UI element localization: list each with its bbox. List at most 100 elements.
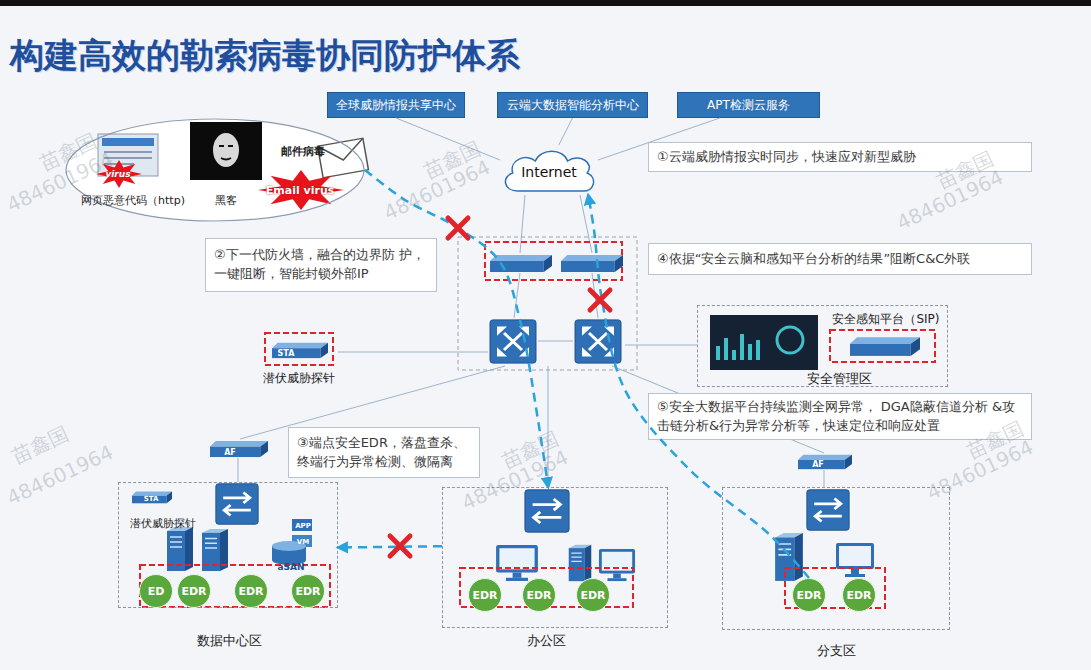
node-label: Internet <box>521 164 577 180</box>
edr-label: ED <box>148 585 165 598</box>
link-line <box>598 118 720 160</box>
watermark: 484601964 <box>3 440 117 510</box>
node-label: 分支区 <box>817 642 856 660</box>
internet-cloud: Internet <box>500 145 598 195</box>
watermark: 苗鑫国 <box>962 415 1028 465</box>
highlight-box <box>460 568 633 607</box>
email-virus-burst <box>258 170 344 210</box>
callout-note: ⑤安全大数据平台持续监测全网异常， DGA隐蔽信道分析 &攻击链分析&行为异常分… <box>648 393 1032 440</box>
edr-agent: EDR <box>291 574 325 608</box>
zone-box: 办公区EDREDREDR <box>442 487 668 628</box>
node-label: VM <box>297 538 309 546</box>
cloud-service-box: APT检测云服务 <box>677 92 820 118</box>
node-label: ①云端威胁情报实时同步，快速应对新型威胁 <box>657 148 916 167</box>
hacker-icon <box>190 122 262 180</box>
hacker-mask <box>213 133 239 167</box>
ellipse-outline <box>65 118 365 222</box>
zone-box: 数据中心区STA潜伏威胁探针APPVMaSANEDEDREDREDR <box>118 482 338 608</box>
edr-label: EDR <box>181 585 206 598</box>
edr-label: EDR <box>796 589 821 602</box>
node-label: APT检测云服务 <box>707 97 790 114</box>
watermark: 苗鑫国 <box>932 145 998 195</box>
cloud-outline <box>500 145 598 195</box>
node-label: aSAN <box>277 562 304 572</box>
callout-note: ②下一代防火墙，融合的边界防 护，一键阻断，智能封锁外部IP <box>205 238 437 292</box>
edr-label: EDR <box>472 589 497 602</box>
firewall-device <box>210 441 268 457</box>
node-label: 安全感知平台（SIP) <box>832 311 939 328</box>
edr-label: EDR <box>580 589 605 602</box>
cloud-service-box: 云端大数据智能分析中心 <box>497 92 648 118</box>
node-label: 潜伏威胁探针 <box>263 370 335 387</box>
edr-label: EDR <box>846 589 871 602</box>
diagram-title: 构建高效的勒索病毒协同防护体系 <box>10 33 520 79</box>
storage-icon <box>272 519 312 565</box>
sip-platform: 安全感知平台（SIP) <box>829 310 939 365</box>
edr-label: EDR <box>238 585 263 598</box>
node-label: 办公区 <box>527 632 566 650</box>
device-tag: AF <box>224 448 236 457</box>
watermark: 苗鑫国 <box>7 420 73 470</box>
highlight-box <box>785 568 885 608</box>
link-line <box>559 118 573 145</box>
access-switch <box>216 484 258 524</box>
firewall-device <box>490 255 552 272</box>
highlight-box <box>265 333 333 365</box>
network-links <box>238 195 824 488</box>
probe-icon <box>272 343 328 358</box>
newspaper-lines <box>104 152 152 164</box>
dashboard-screen <box>710 315 818 370</box>
attack-path <box>588 195 809 578</box>
storage-top <box>272 541 306 551</box>
highlight-box <box>140 565 330 607</box>
edr-agent: ED <box>139 574 173 608</box>
server-icon <box>569 545 592 581</box>
attack-path <box>338 546 442 547</box>
node-label: ④依据“安全云脑和感知平台分析的结果”阻断C&C外联 <box>657 250 970 269</box>
envelope <box>318 138 369 178</box>
sip-device <box>850 337 920 356</box>
node-label: virus <box>105 169 130 179</box>
watermark: 苗鑫国 <box>35 127 101 177</box>
link-line <box>396 118 500 160</box>
zone-box: 分支区EDREDR <box>722 487 950 630</box>
zone-box: 安全管理区 安全感知平台（SIP) <box>697 305 948 387</box>
node-label: 数据中心区 <box>197 632 262 650</box>
access-switch <box>525 490 569 532</box>
highlight-box <box>830 330 935 362</box>
node-label: STA <box>144 495 159 503</box>
node-label: 潜伏威胁探针 <box>130 516 196 531</box>
cloud-outline <box>505 151 593 191</box>
highlight-box <box>485 242 622 280</box>
node-label: 邮件病毒 <box>281 144 325 159</box>
node-label: 安全管理区 <box>807 370 872 388</box>
watermark: 苗鑫国 <box>497 425 563 475</box>
edr-label: EDR <box>295 585 320 598</box>
edr-agent: EDR <box>576 578 610 612</box>
screen-bars <box>718 334 758 360</box>
edr-agent: EDR <box>177 574 211 608</box>
node-label: ②下一代防火墙，融合的边界防 护，一键阻断，智能封锁外部IP <box>214 246 428 284</box>
cloud-service-box: 全球威胁情报共享中心 <box>327 92 465 118</box>
top-bar <box>0 0 1091 6</box>
edr-agent: EDR <box>522 578 556 612</box>
envelope-flap <box>318 138 366 164</box>
node-label: 云端大数据智能分析中心 <box>507 97 639 114</box>
callout-note: ①云端威胁情报实时同步，快速应对新型威胁 <box>648 142 1032 172</box>
edr-agent: EDR <box>468 578 502 612</box>
edr-agent: EDR <box>234 574 268 608</box>
watermark: 484601964 <box>3 147 117 217</box>
block-cross <box>448 218 468 238</box>
threat-source-ellipse: virus网页恶意代码（http)黑客邮件病毒Email virus <box>65 118 365 222</box>
node-label: ⑤安全大数据平台持续监测全网异常， DGA隐蔽信道分析 &攻击链分析&行为异常分… <box>657 398 1023 436</box>
threat-area-fill <box>65 118 365 222</box>
core-switch <box>575 320 621 363</box>
edr-agent: EDR <box>792 578 826 612</box>
block-cross <box>590 290 610 310</box>
node-label: 全球威胁情报共享中心 <box>336 97 456 114</box>
watermark: 苗鑫国 <box>419 135 485 185</box>
firewall-device <box>798 455 852 469</box>
probe-device: STA潜伏威胁探针 <box>262 333 338 385</box>
